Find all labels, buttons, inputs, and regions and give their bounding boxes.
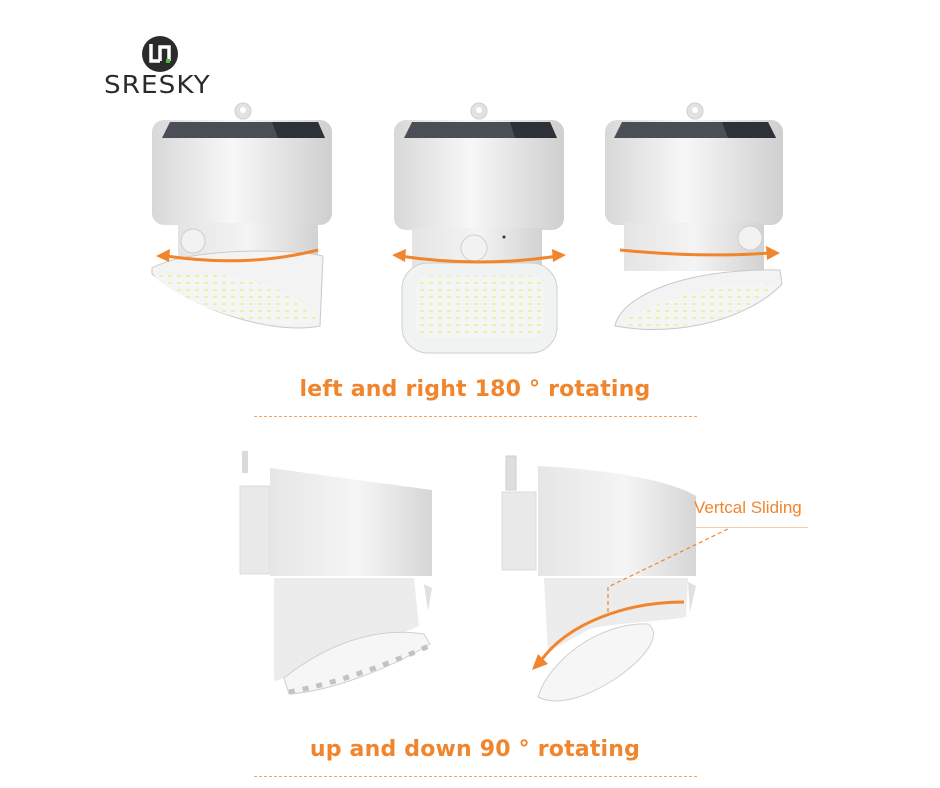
brand-logo: SRESKY <box>100 30 220 100</box>
divider-line <box>254 776 697 777</box>
side-view-tilted-down <box>501 455 731 702</box>
sresky-circle-logo-icon <box>142 36 178 72</box>
brand-name: SRESKY <box>104 70 211 99</box>
rotated-right-view <box>605 102 783 330</box>
front-view <box>392 102 566 354</box>
annotation-underline <box>694 527 808 528</box>
caption-horizontal-rotation: left and right 180 ° rotating <box>299 377 651 402</box>
side-view-level <box>239 451 432 695</box>
vertical-sliding-label: Vertcal Sliding <box>694 498 802 517</box>
rotated-left-view <box>151 102 332 329</box>
divider-line <box>254 416 697 417</box>
caption-vertical-rotation: up and down 90 ° rotating <box>309 737 641 762</box>
